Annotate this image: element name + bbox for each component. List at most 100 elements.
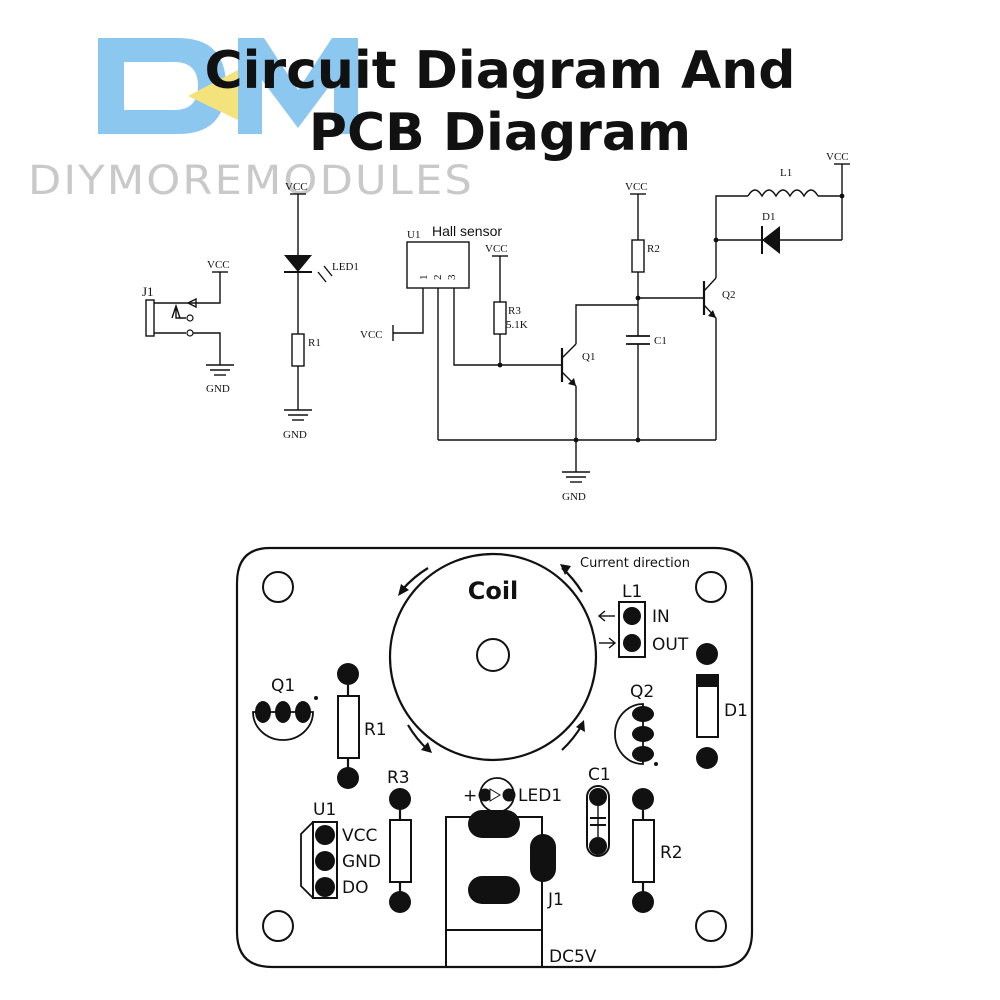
main-ground-symbol: [562, 471, 590, 483]
pcb-led1-pad-anode: [478, 788, 492, 802]
j1-pin2-node: [186, 314, 194, 322]
q2-collector-leg: [703, 277, 717, 292]
pcb-r2: R2: [632, 788, 683, 913]
r2-label: R2: [647, 243, 660, 255]
pcb-led1-pad-cathode: [502, 788, 516, 802]
q1-label: Q1: [582, 351, 595, 363]
pcb-d1-pad-top: [696, 643, 718, 665]
pcb-u1-do-label: DO: [342, 878, 368, 898]
j1-switch: [171, 303, 186, 319]
pcb-r1: R1: [337, 663, 387, 789]
current-direction-label: Current direction: [580, 556, 690, 571]
pcb-c1-pad-top: [589, 788, 607, 806]
c1-label: C1: [654, 335, 667, 347]
pcb-c1: C1: [586, 765, 611, 857]
pcb-q1-label: Q1: [271, 676, 295, 696]
j1-vcc-label: VCC: [207, 259, 230, 271]
pcb-l1-out-label: OUT: [652, 635, 689, 655]
r3-branch: VCC R3 5.1K: [485, 243, 528, 368]
pcb-q1-outline: [252, 711, 314, 741]
r2-symbol: [631, 239, 645, 273]
title-line-1: Circuit Diagram And: [204, 41, 795, 101]
logo-accent-shape: [188, 70, 238, 120]
pcb-d1-pad-bottom: [696, 747, 718, 769]
pcb-r3-body: [389, 819, 412, 883]
current-arrow-top-right: [560, 564, 571, 575]
ground-bus: GND: [438, 437, 716, 503]
u1-body: [406, 241, 470, 289]
d1-symbol: [762, 226, 780, 254]
pcb-j1-pad-bottom: [468, 876, 520, 904]
pcb-r2-label: R2: [660, 843, 683, 863]
q1-emitter-arrow: [568, 378, 576, 386]
pcb-r3: R3: [387, 768, 412, 913]
pcb-c1-label: C1: [588, 765, 611, 785]
current-arrow-bottom-left: [421, 742, 432, 753]
pcb-d1-cathode-band: [697, 675, 718, 687]
main-gnd-label: GND: [562, 491, 586, 503]
pcb-r1-pad-top: [337, 663, 359, 685]
logo-letter-d: [98, 38, 226, 134]
u1-pin3-number: 3: [446, 274, 458, 280]
r2-vcc-label: VCC: [625, 181, 648, 193]
pcb-l1-label: L1: [622, 582, 642, 602]
j1-gnd-label: GND: [206, 383, 230, 395]
j1-label: J1: [142, 284, 154, 299]
j1-pin3-node: [186, 329, 194, 337]
mounting-hole-bottom-right: [695, 910, 727, 942]
pcb-r1-body: [337, 695, 360, 759]
pcb-u1-outline: [312, 821, 338, 899]
led-gnd-label: GND: [283, 429, 307, 441]
u1-pin2-number: 2: [432, 275, 444, 281]
pcb-q2-marker: [654, 762, 658, 766]
j1-power-jack: J1 VCC GND: [142, 259, 234, 395]
pcb-q2-outline: [614, 703, 644, 765]
pcb-j1-pad-side: [530, 834, 556, 882]
led1-label: LED1: [332, 261, 359, 273]
r3-symbol: [493, 301, 507, 335]
u1-hall-sensor: U1 Hall sensor 1 2 3 VCC: [360, 223, 502, 440]
pcb-q2-pad-1: [632, 706, 654, 722]
r2-c1-branch: VCC R2 C1: [625, 181, 667, 440]
pcb-j1: J1 DC5V: [445, 810, 597, 968]
pcb-q2: Q2: [614, 682, 658, 766]
j1-body: [145, 299, 155, 337]
current-arrow-top-left: [398, 584, 409, 596]
led1-emission-arrows: [317, 265, 333, 283]
logo-letter-m: [238, 38, 358, 134]
u1-vcc-label: VCC: [360, 329, 383, 341]
pcb-l1-in-arrow: [597, 610, 615, 622]
pcb-l1-pad-out: [623, 634, 641, 652]
q1-collector-wire: [575, 304, 638, 344]
pcb-u1-pad-gnd: [315, 851, 335, 871]
coil-outline: [388, 552, 598, 762]
mounting-hole-bottom-left: [262, 910, 294, 942]
coil-center-hole: [476, 638, 510, 672]
pcb-u1-pad-do: [315, 877, 335, 897]
pcb-r3-pad-bottom: [389, 891, 411, 913]
pcb-q1: Q1: [252, 676, 318, 741]
mounting-hole-top-right: [695, 571, 727, 603]
u1-name: Hall sensor: [432, 223, 502, 239]
l1-label: L1: [780, 167, 792, 179]
q2-emitter-arrow: [708, 310, 716, 318]
pcb-led1-label: LED1: [518, 786, 562, 806]
pcb-outline: [235, 546, 754, 969]
brand-logo: [98, 38, 358, 134]
coil: Coil Current direction: [388, 552, 690, 762]
schematic: J1 VCC GND VCC: [142, 151, 850, 503]
led-branch: VCC LED1 R1 GND: [283, 181, 359, 441]
pcb-l1-out-arrow: [599, 637, 617, 649]
pcb-r3-label: R3: [387, 768, 410, 788]
title-line-2: PCB Diagram: [309, 103, 691, 163]
pcb-q2-label: Q2: [630, 682, 654, 702]
coil-vcc-label: VCC: [826, 151, 849, 163]
pcb-l1-in-label: IN: [652, 607, 670, 627]
q1-transistor: Q1: [500, 304, 638, 440]
r3-vcc-label: VCC: [485, 243, 508, 255]
q2-collector-wire: [715, 195, 748, 278]
pcb-u1-gnd-label: GND: [342, 852, 381, 872]
current-arrow-bottom-right: [576, 720, 585, 732]
r3-label: R3: [508, 305, 521, 317]
